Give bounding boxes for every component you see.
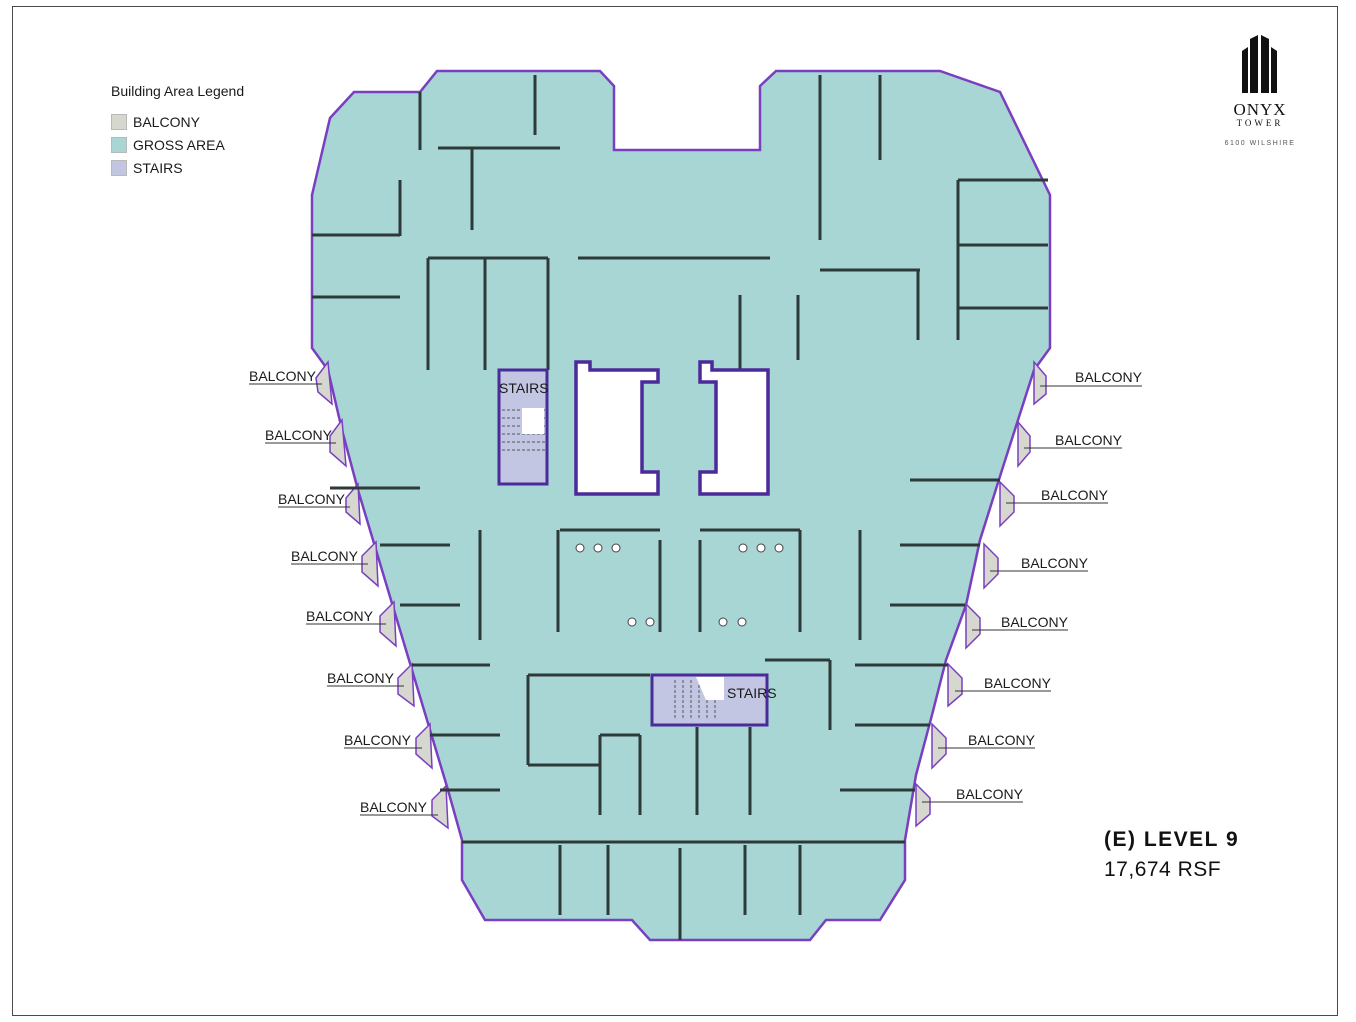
interior-walls — [312, 75, 1048, 940]
svg-text:BALCONY: BALCONY — [956, 786, 1024, 802]
logo-name: ONYX — [1233, 100, 1287, 119]
svg-text:BALCONY: BALCONY — [344, 732, 412, 748]
balconies-left — [315, 359, 449, 830]
svg-text:BALCONY: BALCONY — [360, 799, 428, 815]
svg-text:BALCONY: BALCONY — [278, 491, 346, 507]
svg-text:BALCONY: BALCONY — [1075, 369, 1143, 385]
legend-title: Building Area Legend — [111, 83, 245, 99]
stairs-swatch-icon — [111, 159, 127, 176]
stair-landing — [522, 408, 544, 434]
balcony-labels-right: BALCONY BALCONY BALCONY BALCONY BALCONY … — [922, 369, 1143, 803]
svg-text:BALCONY: BALCONY — [327, 670, 395, 686]
svg-text:BALCONY: BALCONY — [291, 548, 359, 564]
balcony-labels-left: BALCONY BALCONY BALCONY BALCONY BALCONY … — [249, 368, 438, 816]
svg-text:BALCONY: BALCONY — [306, 608, 374, 624]
legend-label: GROSS AREA — [133, 136, 225, 153]
level-title: (E) LEVEL 9 — [1104, 828, 1240, 851]
legend-item-stairs: STAIRS — [111, 156, 244, 179]
legend-item-gross-area: GROSS AREA — [111, 133, 244, 156]
legend-label: STAIRS — [133, 159, 183, 176]
stairs-label-south: STAIRS — [727, 685, 777, 701]
stair-landing — [696, 677, 724, 700]
legend-item-balcony: BALCONY — [111, 110, 244, 133]
svg-text:BALCONY: BALCONY — [1055, 432, 1123, 448]
svg-text:BALCONY: BALCONY — [249, 368, 317, 384]
svg-text:BALCONY: BALCONY — [1041, 487, 1109, 503]
logo-address: 6100 WILSHIRE — [1224, 140, 1296, 147]
gross-area-swatch-icon — [111, 136, 127, 153]
onyx-tower-logo: ONYX TOWER 6100 WILSHIRE — [1200, 33, 1320, 147]
svg-text:BALCONY: BALCONY — [968, 732, 1036, 748]
level-info: (E) LEVEL 9 17,674 RSF — [1104, 828, 1239, 882]
balcony-swatch-icon — [111, 113, 127, 130]
svg-text:BALCONY: BALCONY — [1021, 555, 1089, 571]
balconies-right — [915, 359, 1047, 828]
level-area: 17,674 RSF — [1104, 858, 1222, 881]
restroom-fixtures — [575, 543, 784, 627]
svg-text:BALCONY: BALCONY — [265, 427, 333, 443]
tower-icon — [1242, 35, 1277, 93]
logo-subtitle: TOWER — [1236, 118, 1284, 128]
page-frame — [12, 6, 1338, 1016]
elevator-core — [574, 360, 770, 496]
legend-label: BALCONY — [133, 113, 200, 130]
stairs-label-north: STAIRS — [499, 380, 549, 396]
svg-text:BALCONY: BALCONY — [1001, 614, 1069, 630]
building-area-legend: Building Area Legend BALCONY GROSS AREA … — [111, 83, 244, 179]
svg-text:BALCONY: BALCONY — [984, 675, 1052, 691]
